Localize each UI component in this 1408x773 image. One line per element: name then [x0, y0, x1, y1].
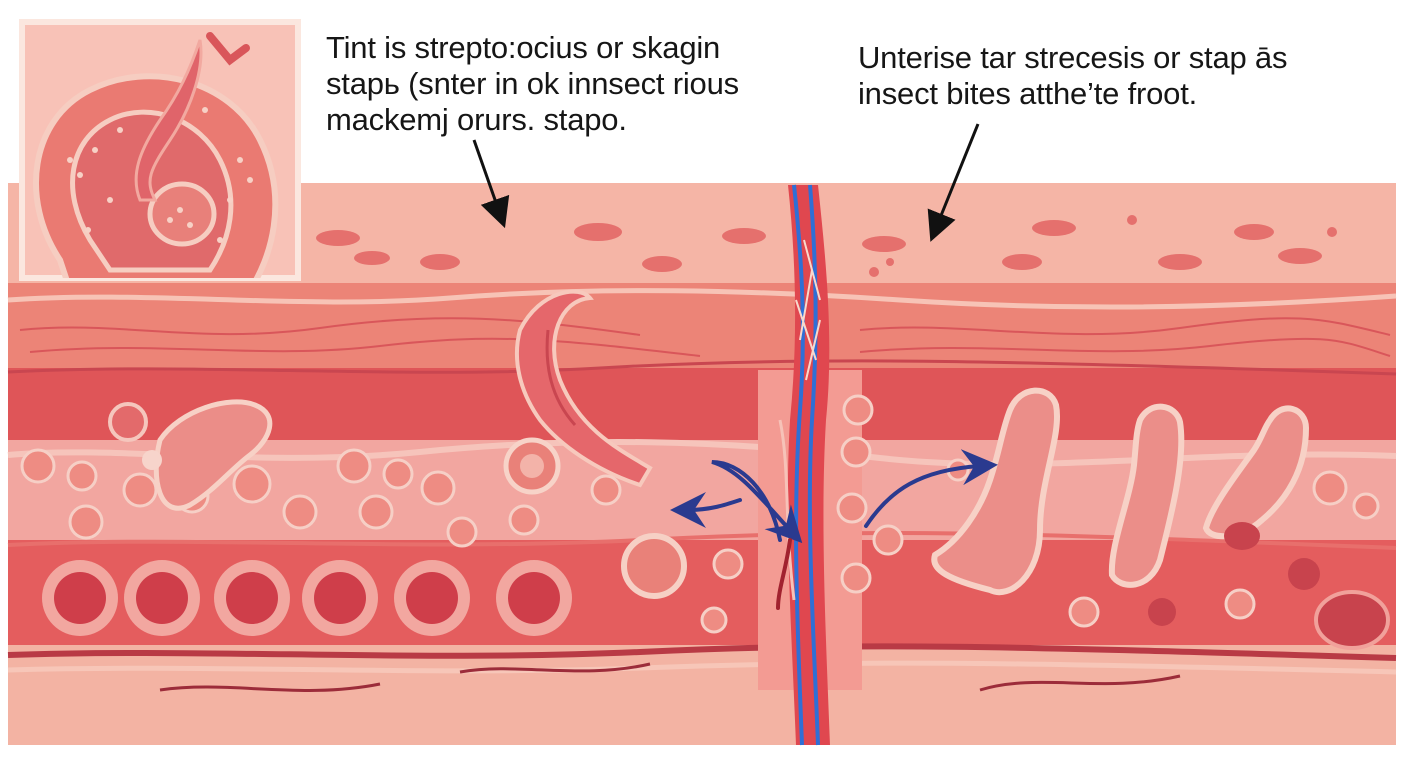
flow-arrow-right: [864, 449, 998, 528]
caption-left: Tint is strepto:ocius or skagin stapь (s…: [326, 30, 739, 137]
caption-right: Unterise tar strecesis or stap ās insect…: [858, 40, 1288, 111]
pointer-arrow-right: [927, 123, 980, 242]
flow-arrow-to-left-tissue: [670, 491, 742, 528]
dermal-cells-right: [872, 387, 1390, 650]
inset-magnified-lesion: [19, 19, 301, 281]
epidermis-cells: [316, 215, 1337, 277]
pointer-arrow-left: [472, 139, 510, 229]
fat-layer: [8, 645, 1396, 745]
central-blood-vessel: [778, 184, 874, 746]
vessel-cross-sections: [42, 560, 572, 636]
dermal-cells-left: [20, 399, 744, 634]
dermis-upper-layer: [8, 283, 1396, 373]
flow-arrows: [670, 449, 998, 610]
hair-follicle: [515, 289, 653, 488]
flow-arrow-left: [711, 460, 803, 544]
pointer-arrows: [472, 123, 980, 242]
